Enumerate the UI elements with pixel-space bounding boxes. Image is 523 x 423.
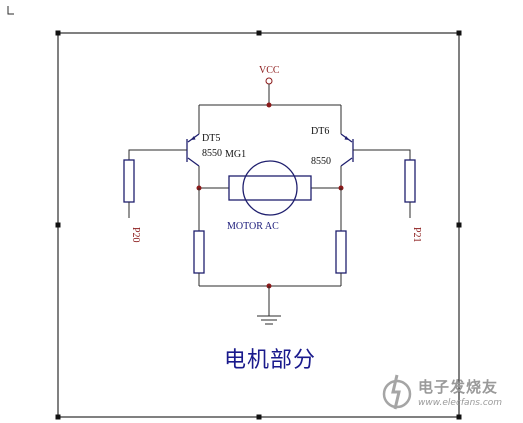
dt6-emitter-arrow bbox=[344, 136, 350, 140]
motor-designator: MG1 bbox=[225, 149, 246, 160]
port-p20-label: P20 bbox=[130, 227, 141, 243]
watermark: 电子发烧友 www.elecfans.com bbox=[380, 370, 520, 416]
resistor-left-base[interactable] bbox=[123, 159, 135, 203]
watermark-text: 电子发烧友 bbox=[418, 378, 499, 396]
dt6-part-number: 8550 bbox=[311, 156, 331, 167]
dt5-part-number: 8550 bbox=[202, 148, 222, 159]
transistor-dt5[interactable] bbox=[186, 105, 200, 188]
watermark-logo-icon bbox=[382, 374, 412, 410]
resistor-left-lower[interactable] bbox=[193, 230, 205, 274]
section-title: 电机部分 bbox=[223, 348, 316, 373]
ground-symbol bbox=[257, 286, 281, 325]
dt5-designator: DT5 bbox=[202, 133, 220, 144]
handle-top-mid[interactable] bbox=[256, 30, 262, 36]
handle-mid-left[interactable] bbox=[55, 222, 61, 228]
wire-dt5-base bbox=[128, 149, 187, 160]
vcc-label: VCC bbox=[259, 65, 280, 76]
corner-mark bbox=[7, 6, 14, 15]
watermark-url: www.elecfans.com bbox=[418, 398, 503, 408]
motor-value: MOTOR AC bbox=[227, 221, 279, 232]
vcc-port: VCC bbox=[259, 65, 280, 105]
handle-bottom-mid[interactable] bbox=[256, 414, 262, 420]
dt5-emitter-arrow bbox=[190, 136, 196, 140]
motor-rotor bbox=[242, 160, 298, 216]
handle-top-left[interactable] bbox=[55, 30, 61, 36]
dt6-collector-leg bbox=[340, 157, 353, 167]
wire-dt6-base bbox=[353, 149, 411, 160]
dt5-collector-leg bbox=[187, 157, 200, 167]
motor-mg1[interactable] bbox=[199, 160, 341, 216]
port-p21-label: P21 bbox=[411, 227, 422, 243]
handle-bottom-left[interactable] bbox=[55, 414, 61, 420]
handle-mid-right[interactable] bbox=[456, 222, 462, 228]
dt6-designator: DT6 bbox=[311, 126, 329, 137]
resistor-right-base[interactable] bbox=[404, 159, 416, 203]
frame-handles[interactable] bbox=[55, 30, 462, 420]
transistor-dt6[interactable] bbox=[340, 105, 354, 188]
motor-body bbox=[228, 175, 312, 201]
junction-vcc bbox=[266, 102, 272, 108]
resistor-right-lower[interactable] bbox=[335, 230, 347, 274]
vcc-terminal bbox=[265, 77, 273, 85]
handle-top-right[interactable] bbox=[456, 30, 462, 36]
handle-bottom-right[interactable] bbox=[456, 414, 462, 420]
